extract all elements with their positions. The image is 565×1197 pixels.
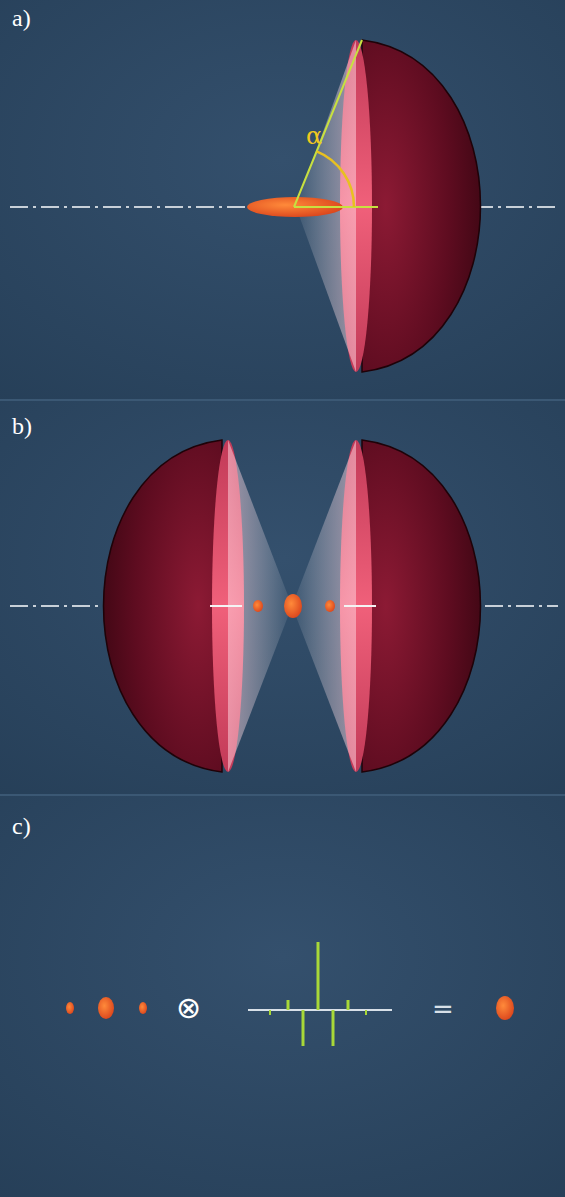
mirror-shell [362, 440, 481, 772]
equals-sign: = [432, 996, 454, 1022]
optical-axis [485, 605, 558, 607]
deconvolution-kernel [248, 942, 392, 1046]
angle-line [294, 206, 378, 208]
result-lobe [496, 996, 514, 1020]
angle-line [294, 40, 362, 207]
side-lobe [253, 600, 263, 612]
side-lobe [325, 600, 335, 612]
angle-arc [317, 151, 354, 207]
convolution-symbol: ⊗ [176, 993, 201, 1023]
angle-symbol: α [306, 124, 322, 148]
panel-letter: b) [12, 414, 32, 438]
panel-letter: c) [12, 814, 31, 838]
side-lobe [66, 1002, 74, 1014]
main-lobe [98, 997, 114, 1019]
panel-divider [0, 399, 565, 401]
panel-ground [0, 795, 565, 1197]
panel-ground [0, 400, 565, 795]
optical-axis [344, 605, 376, 607]
optical-axis [210, 605, 242, 607]
panel-divider [0, 794, 565, 796]
panel-ground [0, 0, 565, 400]
main-lobe [284, 594, 302, 618]
mirror-shell [362, 40, 481, 372]
panel-letter: a) [12, 6, 31, 30]
side-lobe [139, 1002, 147, 1014]
optical-axis [10, 605, 100, 607]
mirror-shell [104, 440, 223, 772]
